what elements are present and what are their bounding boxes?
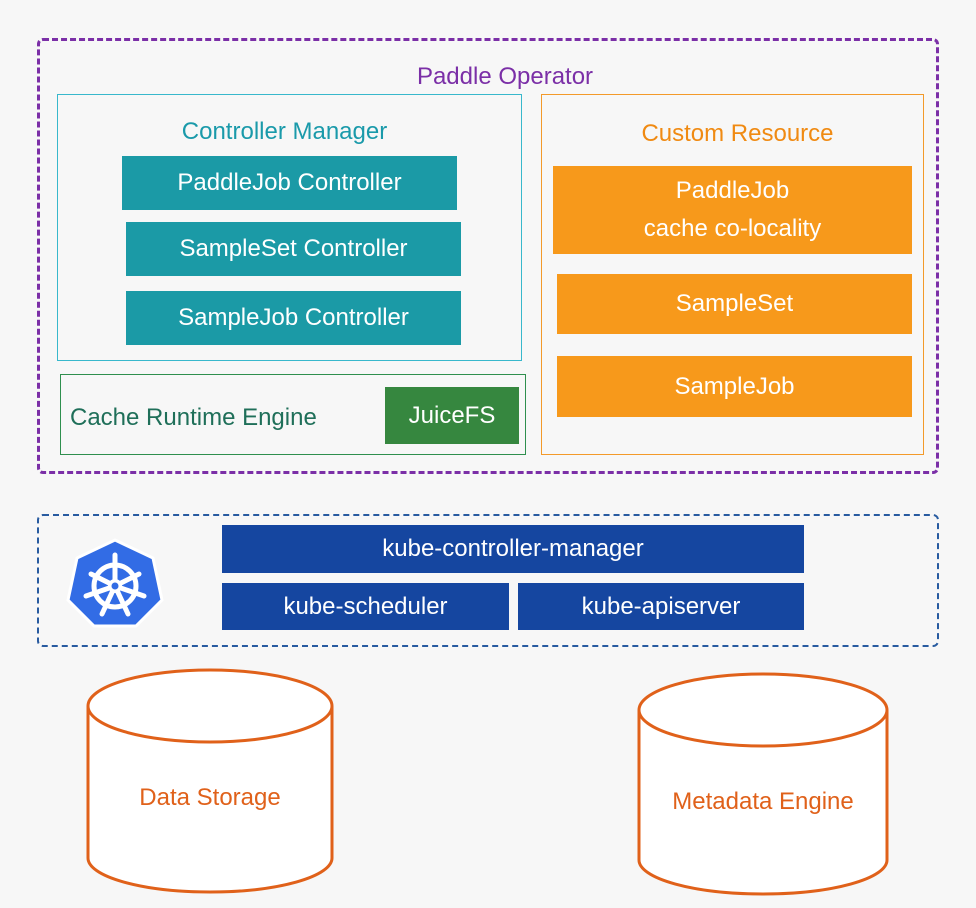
samplejob-resource-box: SampleJob (557, 356, 912, 417)
paddle-operator-group (37, 38, 939, 474)
kube-scheduler-box: kube-scheduler (222, 583, 509, 630)
juicefs-box: JuiceFS (385, 387, 519, 444)
paddlejob-resource-label: PaddleJob (675, 177, 790, 204)
data-storage-label: Data Storage (139, 784, 281, 811)
kube-apiserver-box: kube-apiserver (518, 583, 804, 630)
kubernetes-group (37, 514, 939, 647)
metadata-engine-label: Metadata Engine (672, 788, 854, 815)
custom-resource-title: Custom Resource (641, 120, 834, 147)
paddle-operator-title: Paddle Operator (416, 63, 594, 90)
sampleset-controller-box: SampleSet Controller (126, 222, 461, 276)
controller-manager-group (57, 94, 522, 361)
metadata-engine-cylinder (637, 668, 889, 898)
paddlejob-controller-box: PaddleJob Controller (122, 156, 457, 210)
paddlejob-resource-sublabel: cache co-locality (643, 215, 822, 242)
paddlejob-resource-box: PaddleJob cache co-locality (553, 166, 912, 254)
sampleset-resource-box: SampleSet (557, 274, 912, 334)
samplejob-controller-box: SampleJob Controller (126, 291, 461, 345)
kube-controller-manager-box: kube-controller-manager (222, 525, 804, 573)
kubernetes-helm-icon (65, 538, 165, 628)
controller-manager-title: Controller Manager (181, 118, 388, 145)
data-storage-cylinder (86, 664, 334, 896)
cache-runtime-engine-group (60, 374, 526, 455)
custom-resource-group (541, 94, 924, 455)
cache-runtime-engine-label: Cache Runtime Engine (70, 404, 317, 431)
